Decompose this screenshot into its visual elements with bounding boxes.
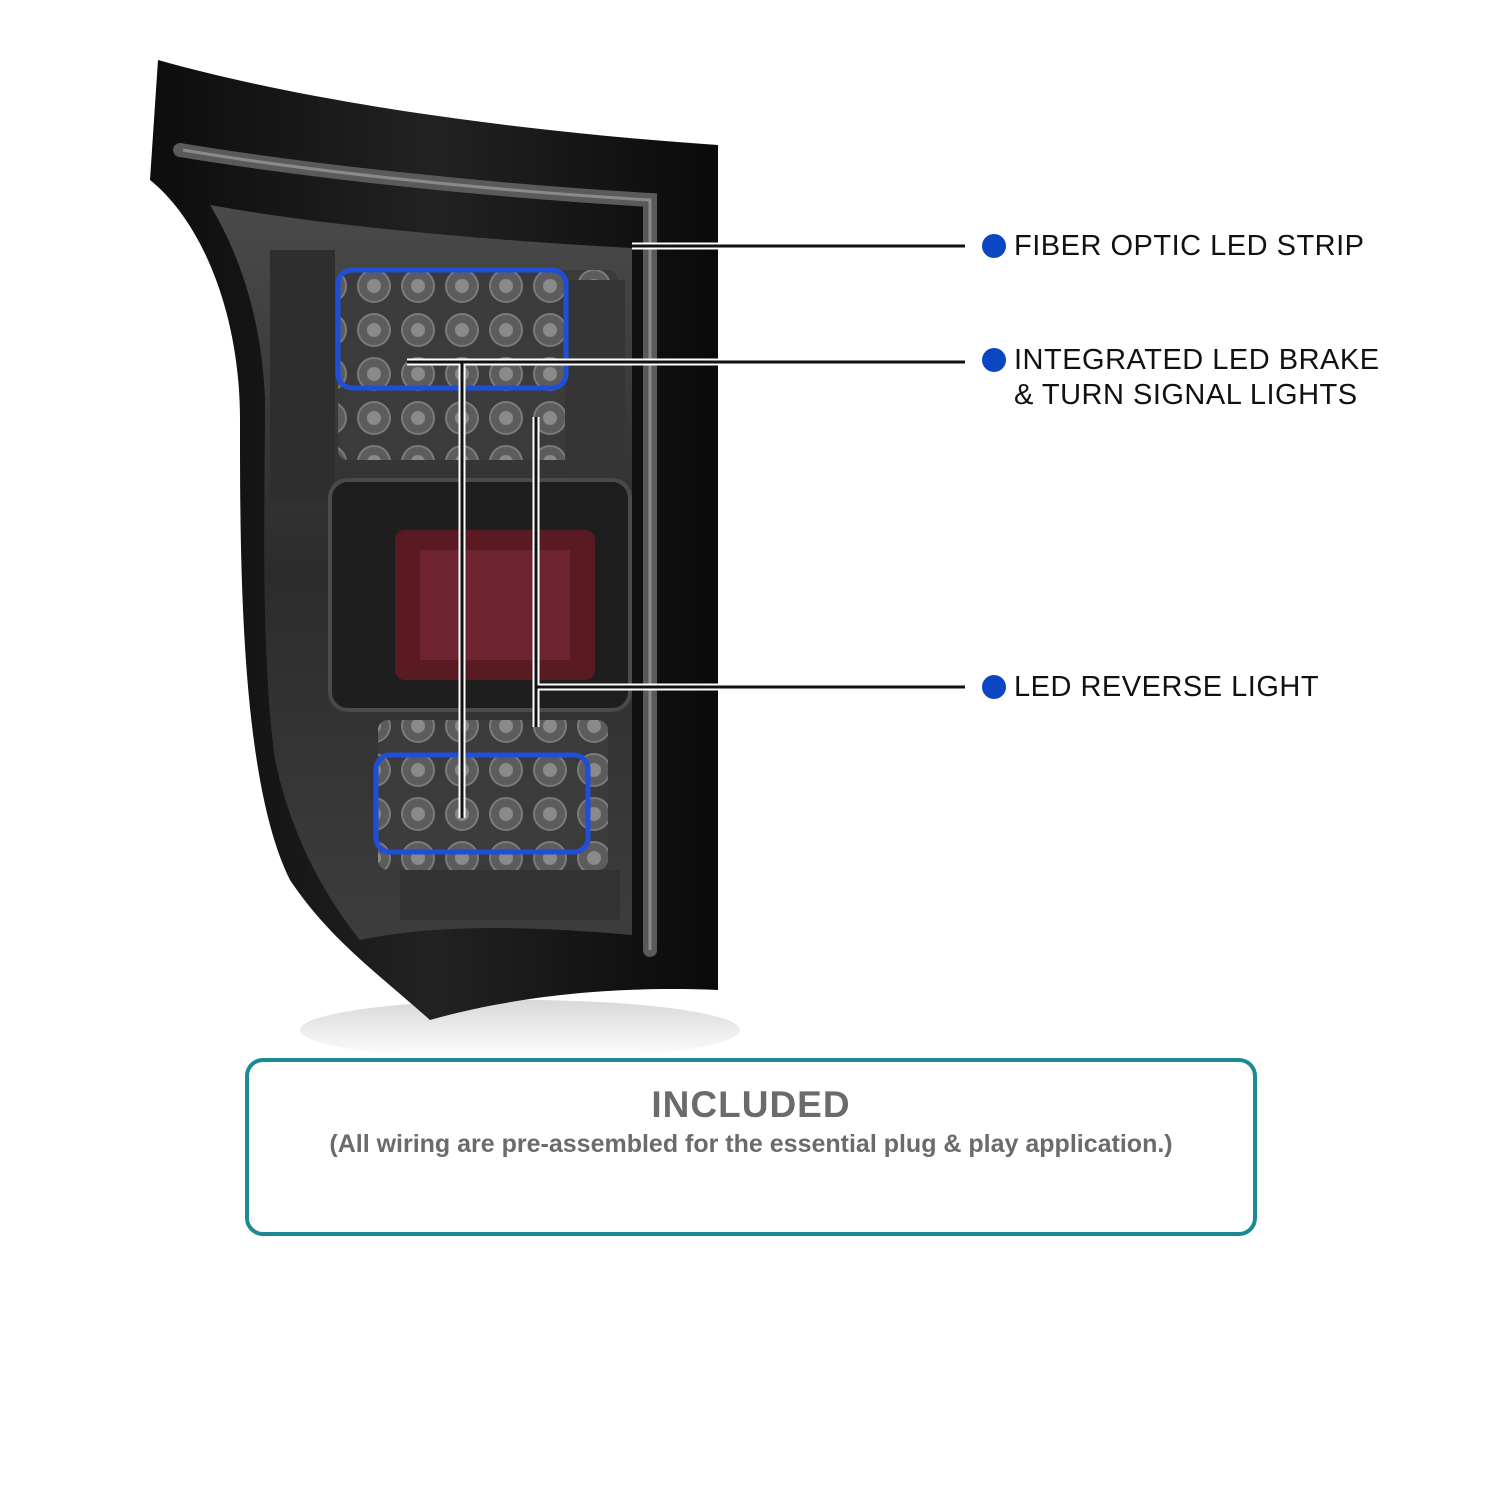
- callout-line: INTEGRATED LED BRAKE: [1014, 344, 1380, 376]
- callout-text: LED REVERSE LIGHT: [1014, 670, 1319, 705]
- callout-text: INTEGRATED LED BRAKE & TURN SIGNAL LIGHT…: [1014, 343, 1380, 413]
- bullet-dot-icon: [982, 348, 1006, 372]
- callout-line: LED REVERSE LIGHT: [1014, 671, 1320, 703]
- callout-line: & TURN SIGNAL LIGHTS: [1014, 379, 1358, 411]
- side-reflector-right: [565, 280, 625, 500]
- lower-reflector: [400, 870, 620, 920]
- callout-brake-turn: INTEGRATED LED BRAKE & TURN SIGNAL LIGHT…: [982, 343, 1380, 413]
- included-box: INCLUDED (All wiring are pre-assembled f…: [245, 1058, 1257, 1236]
- callout-reverse-light: LED REVERSE LIGHT: [982, 670, 1319, 705]
- side-reflector-left: [270, 250, 335, 500]
- lower-led-cluster: [378, 720, 608, 870]
- callout-line: FIBER OPTIC LED STRIP: [1014, 230, 1365, 262]
- brake-turn-highlight-upper: [335, 267, 569, 391]
- included-title: INCLUDED: [651, 1084, 851, 1125]
- leader-line-brake: [407, 358, 965, 818]
- floor-shadow: [300, 1000, 740, 1060]
- bullet-dot-icon: [982, 234, 1006, 258]
- callout-text: FIBER OPTIC LED STRIP: [1014, 229, 1365, 264]
- bullet-dot-icon: [982, 675, 1006, 699]
- callout-fiber-optic: FIBER OPTIC LED STRIP: [982, 229, 1365, 264]
- leader-line-reverse: [532, 417, 965, 727]
- brake-turn-highlight-lower: [373, 752, 591, 855]
- included-subtitle: (All wiring are pre-assembled for the es…: [329, 1130, 1173, 1158]
